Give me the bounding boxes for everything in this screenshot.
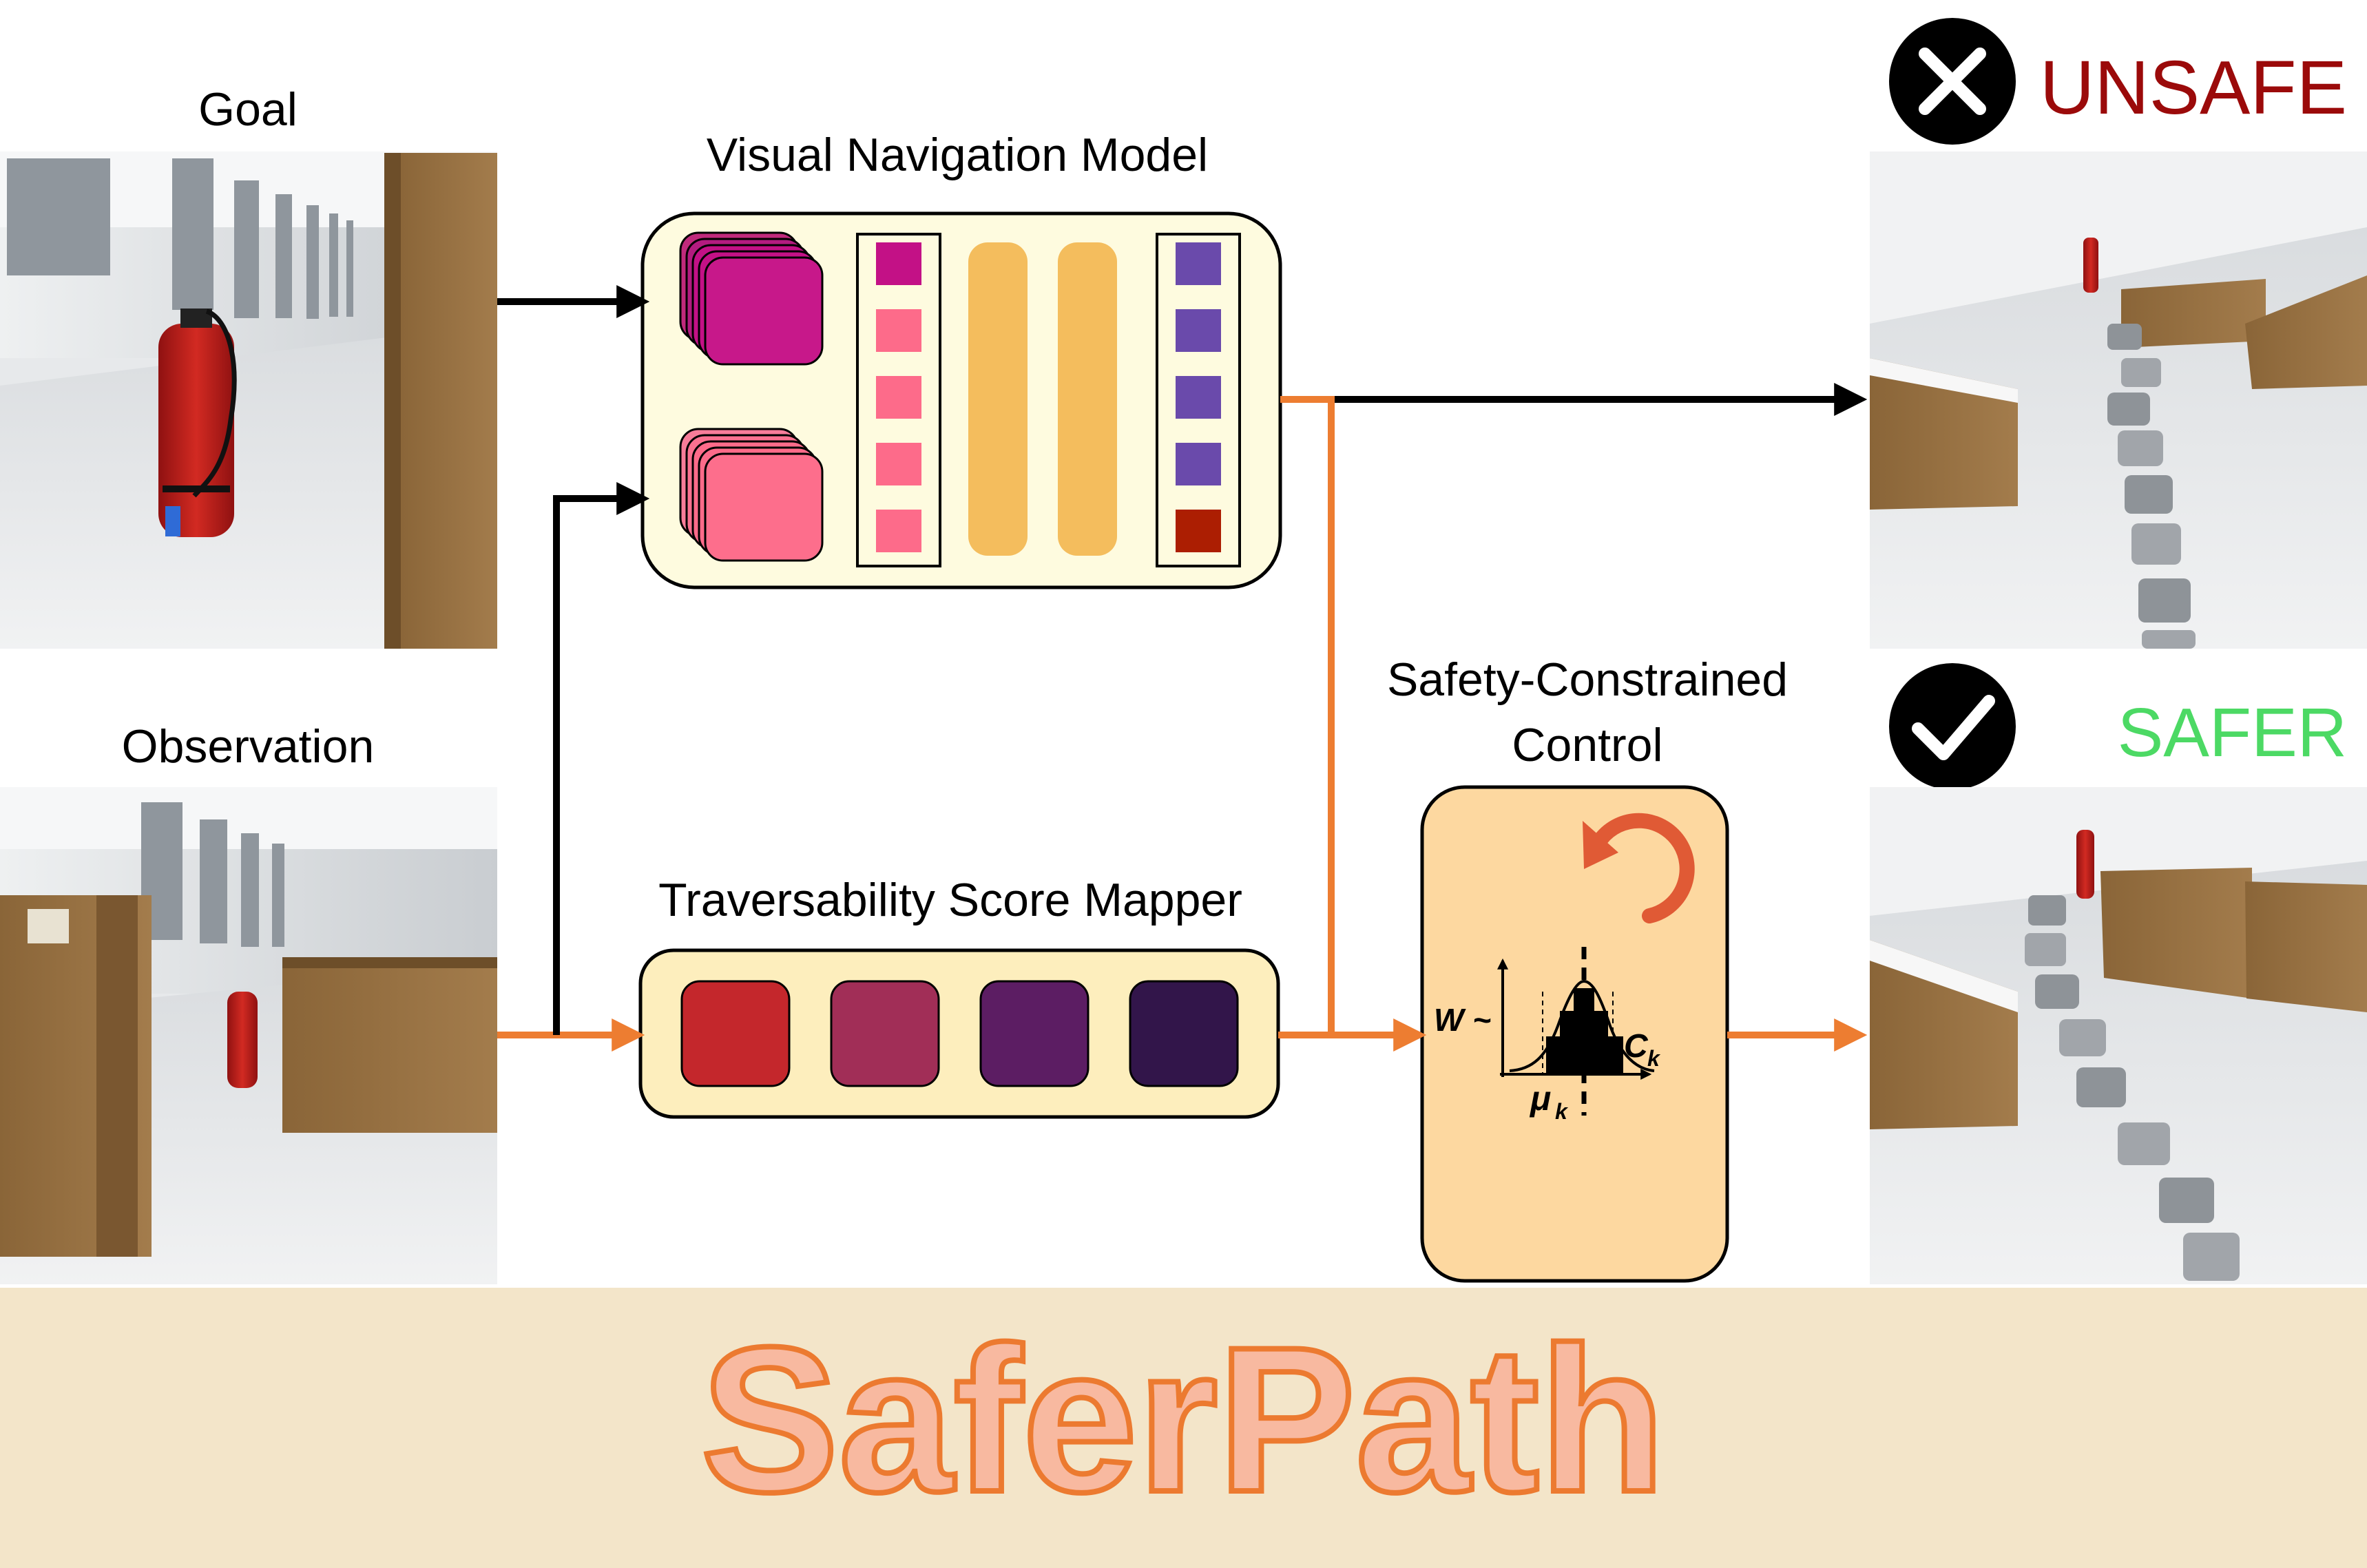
score-cell-1 bbox=[680, 980, 791, 1087]
title-band bbox=[0, 1288, 2367, 1568]
scc-label-line1: Safety-Constrained bbox=[1387, 654, 1788, 706]
observation-image bbox=[0, 787, 497, 1284]
distribution-graph: W ~ C k μ k bbox=[1434, 947, 1661, 1124]
safer-robot-trail bbox=[2025, 895, 2240, 1281]
formula-c-subscript: k bbox=[1647, 1046, 1661, 1071]
scc-label-line2: Control bbox=[1512, 719, 1662, 771]
connectors bbox=[497, 284, 1868, 1052]
score-cell-4 bbox=[1129, 980, 1239, 1087]
vnm-label: Visual Navigation Model bbox=[707, 129, 1208, 181]
formula-c: C bbox=[1624, 1028, 1649, 1065]
unsafe-robot-trail bbox=[2107, 324, 2196, 649]
token-column-input bbox=[856, 233, 941, 567]
vnm-block bbox=[640, 211, 1282, 589]
token-column-output bbox=[1156, 233, 1241, 567]
score-cell-2 bbox=[830, 980, 940, 1087]
hidden-layer-bar-2 bbox=[1058, 242, 1117, 556]
goal-label: Goal bbox=[198, 83, 298, 136]
formula-mu-subscript: k bbox=[1555, 1099, 1569, 1124]
formula-mu: μ bbox=[1529, 1079, 1551, 1118]
hidden-layer-bar-1 bbox=[968, 242, 1028, 556]
goal-feature-stack bbox=[679, 231, 824, 366]
tsm-label: Traversability Score Mapper bbox=[658, 874, 1242, 926]
safer-label: SAFER bbox=[2118, 694, 2347, 771]
score-cell-3 bbox=[979, 980, 1089, 1087]
unsafe-label: UNSAFE bbox=[2040, 45, 2347, 130]
formula-w: W ~ bbox=[1434, 1002, 1491, 1038]
arrow-observation-to-vnm bbox=[553, 481, 650, 1035]
unsafe-result: UNSAFE bbox=[1870, 18, 2367, 649]
title: SaferPath bbox=[701, 1304, 1666, 1535]
observation-label: Observation bbox=[122, 720, 375, 773]
safer-result: SAFER bbox=[1870, 663, 2367, 1284]
tsm-block bbox=[638, 948, 1280, 1119]
scc-block: W ~ C k μ k bbox=[1420, 785, 1729, 1283]
close-icon bbox=[1889, 18, 2016, 145]
check-icon bbox=[1889, 663, 2016, 790]
goal-image bbox=[0, 151, 497, 649]
safer-path-image bbox=[1870, 787, 2367, 1284]
circular-arrow-icon bbox=[1583, 813, 1695, 923]
unsafe-path-image bbox=[1870, 151, 2367, 649]
observation-feature-stack bbox=[679, 428, 824, 562]
